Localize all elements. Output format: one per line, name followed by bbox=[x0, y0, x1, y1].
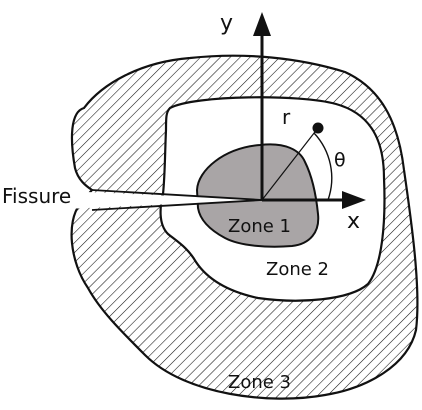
crack-label: Fissure bbox=[2, 184, 71, 208]
zone1-region bbox=[195, 143, 320, 248]
angle-label: θ bbox=[334, 149, 346, 171]
zone2-label: Zone 2 bbox=[266, 259, 329, 280]
y-axis-arrowhead bbox=[253, 12, 271, 36]
crack-wedge bbox=[0, 188, 262, 212]
y-axis-label: y bbox=[220, 11, 233, 36]
radius-point bbox=[312, 122, 324, 134]
zone3-label: Zone 3 bbox=[228, 372, 291, 393]
x-axis-label: x bbox=[347, 209, 360, 234]
crack-upper-face bbox=[91, 189, 263, 201]
zone1-label: Zone 1 bbox=[228, 216, 291, 237]
x-axis-arrowhead bbox=[342, 191, 366, 209]
crack-lower-face bbox=[91, 199, 263, 211]
radius-line bbox=[261, 127, 319, 201]
radius-label: r bbox=[282, 105, 291, 129]
angle-arc bbox=[313, 132, 333, 201]
